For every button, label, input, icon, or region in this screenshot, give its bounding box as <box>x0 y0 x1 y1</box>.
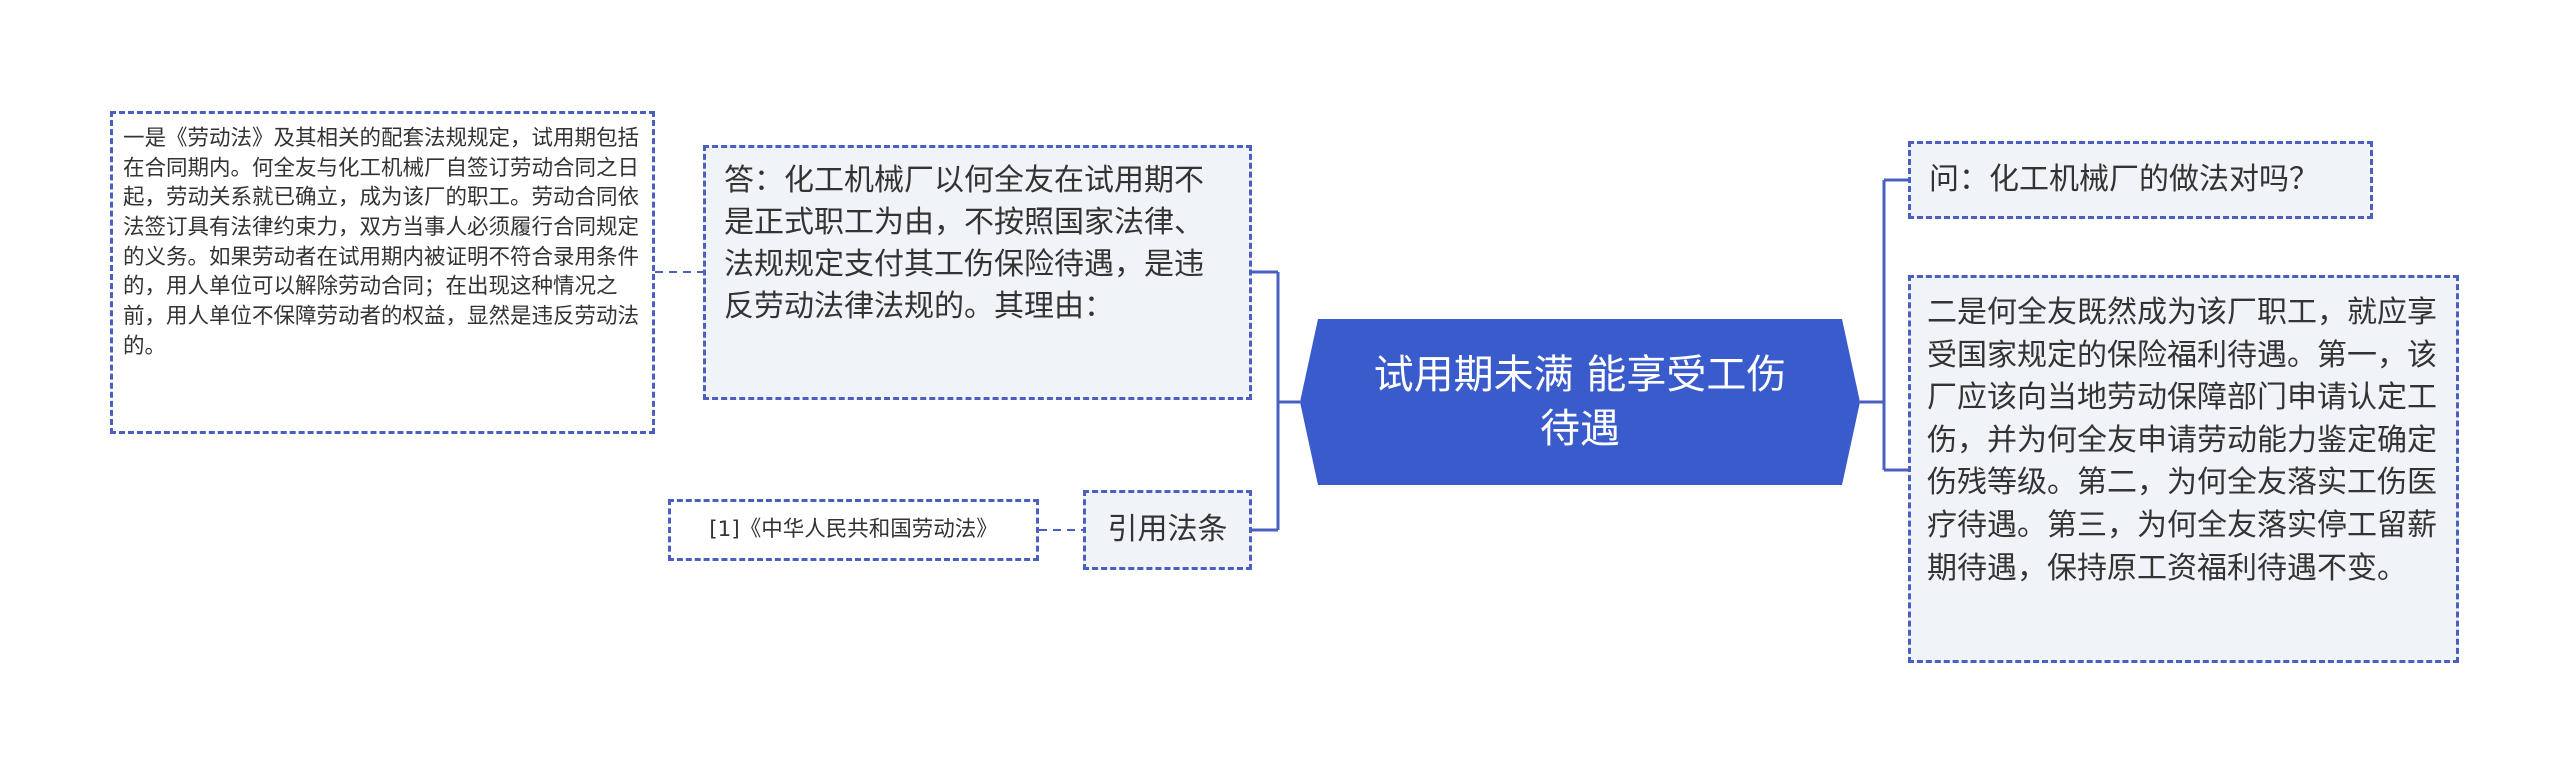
reference-node[interactable]: [1]《中华人民共和国劳动法》 <box>668 499 1039 561</box>
citation-node[interactable]: 引用法条 <box>1083 490 1252 570</box>
reason-one-node[interactable]: 一是《劳动法》及其相关的配套法规规定，试用期包括在合同期内。何全友与化工机械厂自… <box>110 111 655 434</box>
question-node[interactable]: 问：化工机械厂的做法对吗？ <box>1908 141 2373 219</box>
answer-node[interactable]: 答：化工机械厂以何全友在试用期不是正式职工为由，不按照国家法律、法规规定支付其工… <box>703 145 1252 400</box>
central-topic-label: 试用期未满 能享受工伤待遇 <box>1373 352 1787 452</box>
answer-text: 答：化工机械厂以何全友在试用期不是正式职工为由，不按照国家法律、法规规定支付其工… <box>724 163 1204 324</box>
reason-two-text: 二是何全友既然成为该厂职工，就应享受国家规定的保险福利待遇。第一，该厂应该向当地… <box>1927 295 2437 586</box>
central-topic[interactable]: 试用期未满 能享受工伤待遇 <box>1300 319 1860 485</box>
reference-text: [1]《中华人民共和国劳动法》 <box>709 516 998 542</box>
central-topic-shape <box>1300 319 1860 485</box>
reason-two-node[interactable]: 二是何全友既然成为该厂职工，就应享受国家规定的保险福利待遇。第一，该厂应该向当地… <box>1908 275 2459 663</box>
citation-label: 引用法条 <box>1107 512 1228 547</box>
question-text: 问：化工机械厂的做法对吗？ <box>1929 162 2319 197</box>
reason-one-text: 一是《劳动法》及其相关的配套法规规定，试用期包括在合同期内。何全友与化工机械厂自… <box>123 126 640 359</box>
